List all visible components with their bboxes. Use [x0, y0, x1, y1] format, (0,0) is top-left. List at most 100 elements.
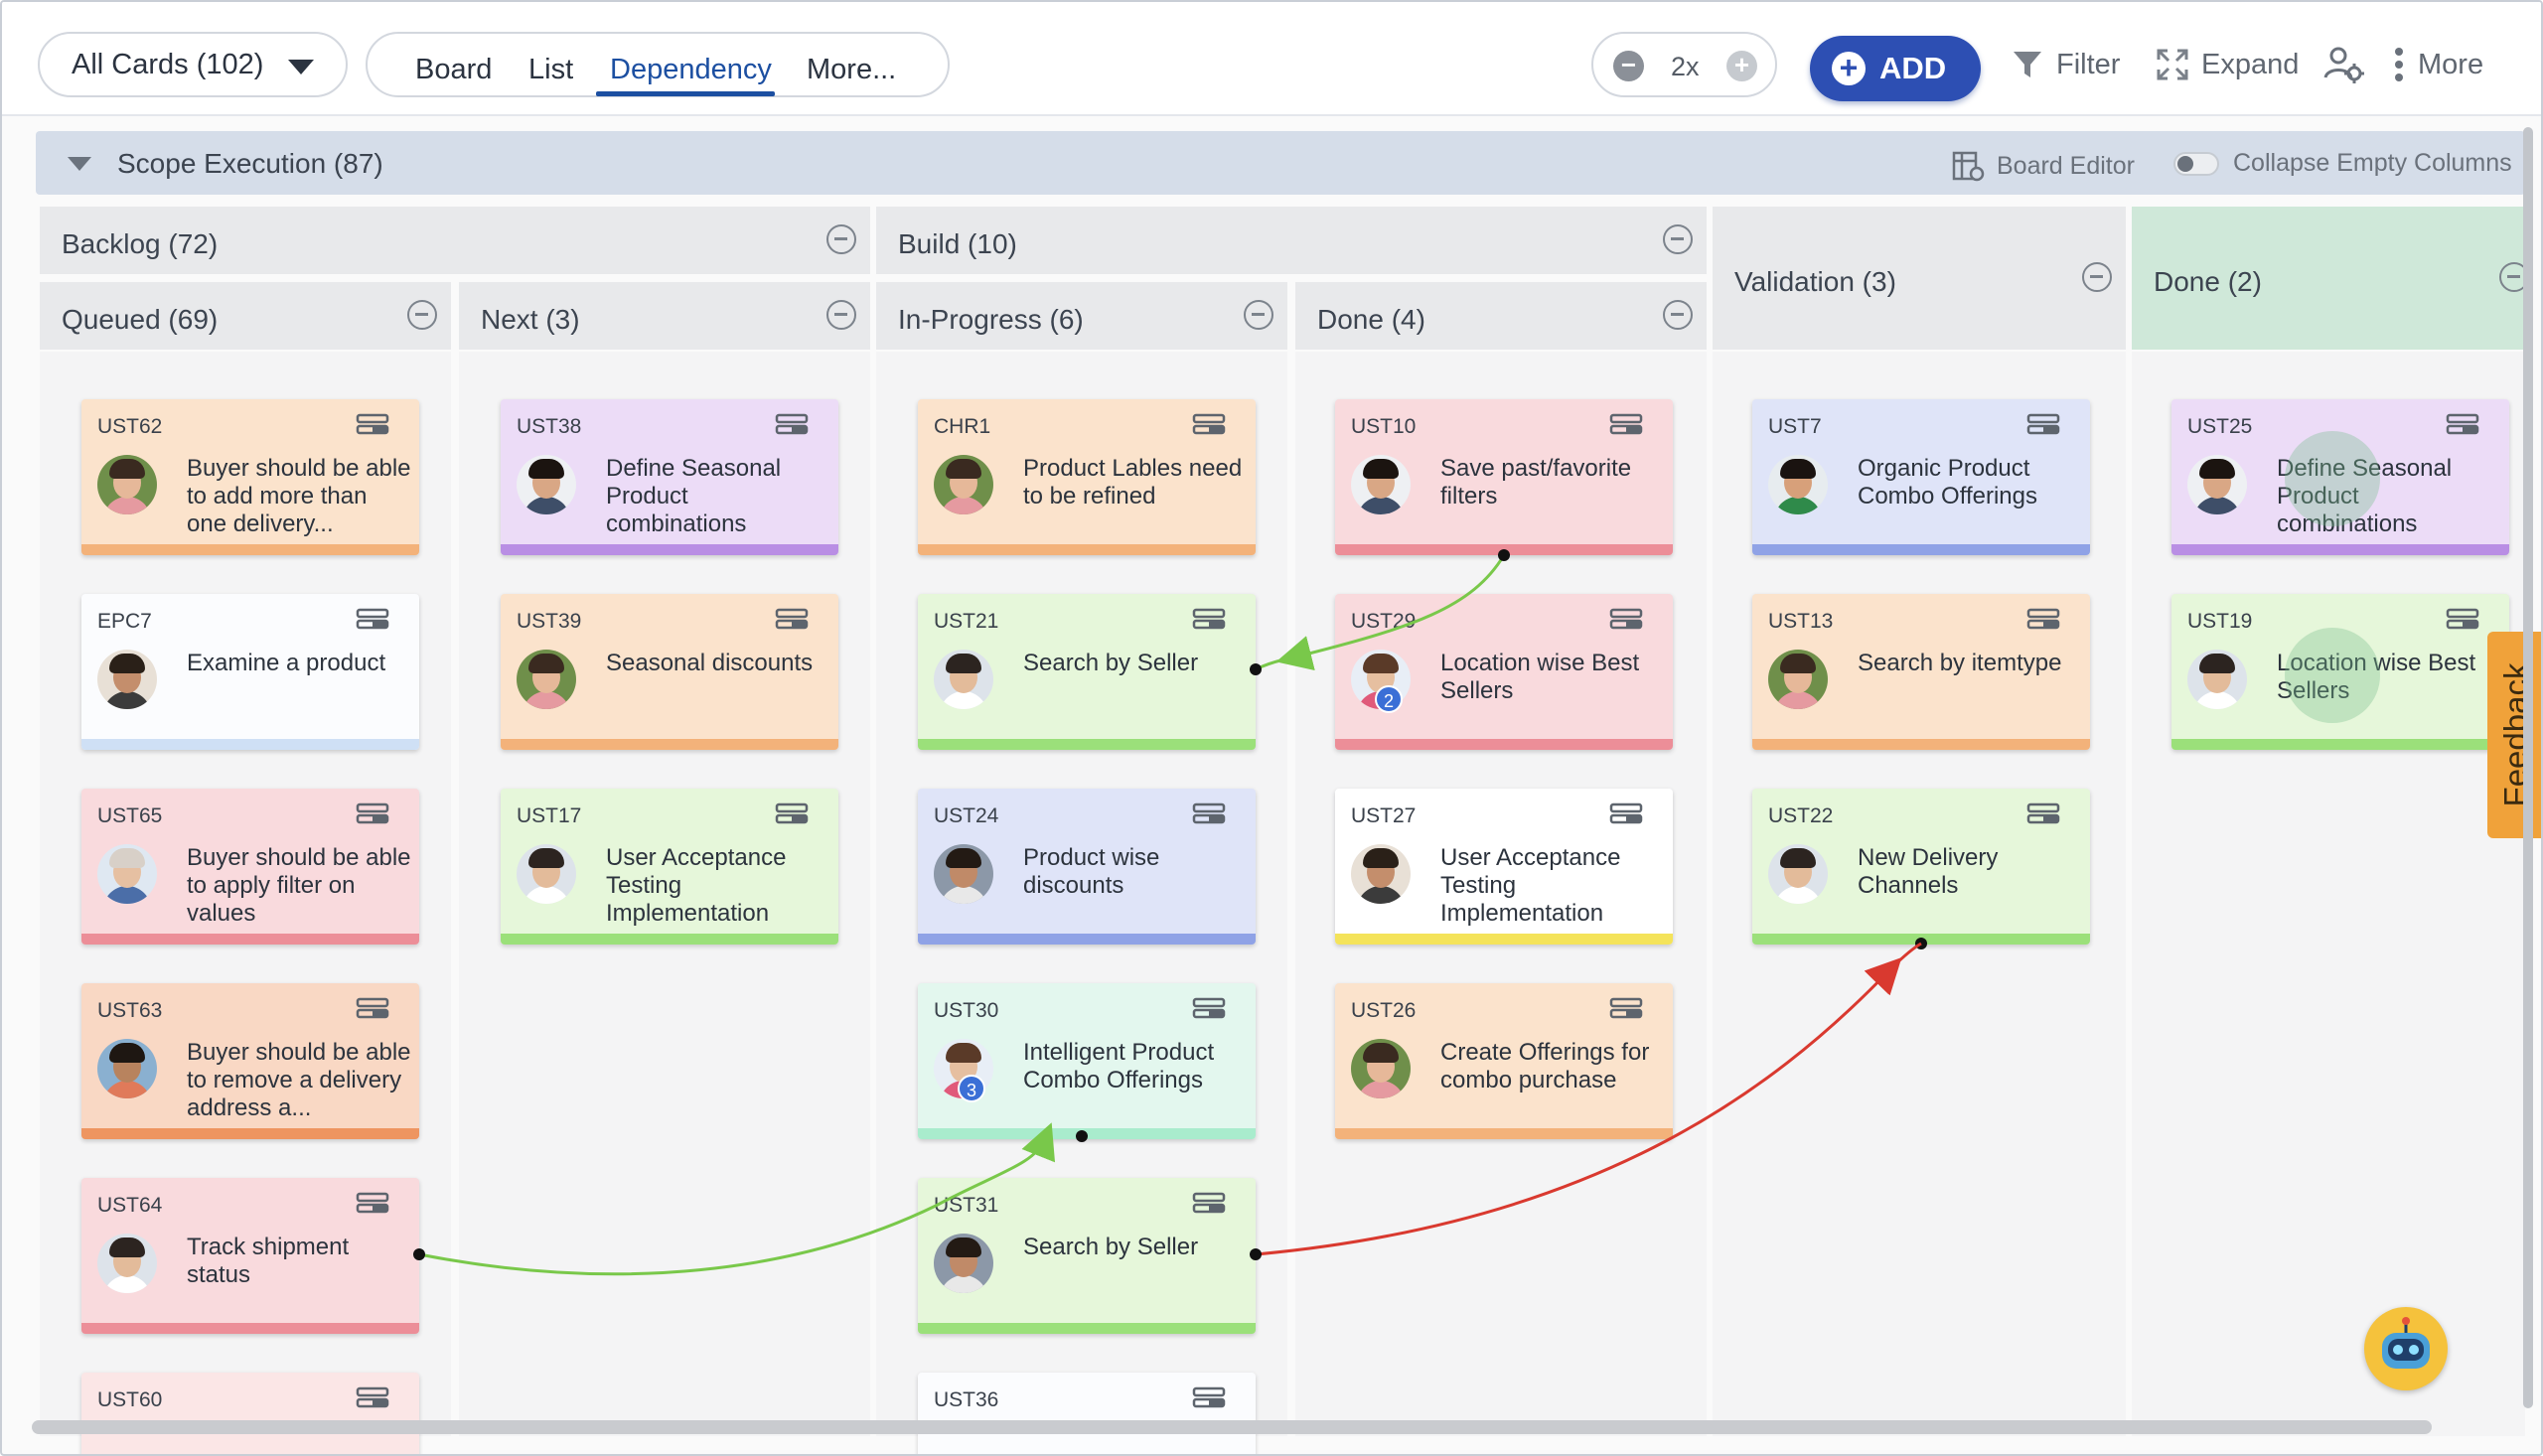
card-type-icon[interactable]	[356, 802, 389, 831]
avatar	[934, 1039, 993, 1098]
card[interactable]: UST60	[81, 1373, 419, 1454]
collapse-column-icon[interactable]	[1663, 224, 1693, 254]
card-type-icon[interactable]	[2026, 608, 2060, 637]
more-button[interactable]: More	[2392, 42, 2483, 87]
card-status-stripe	[1752, 739, 2090, 750]
card-type-icon[interactable]	[1192, 413, 1226, 442]
view-tabs: Board List Dependency More...	[366, 32, 950, 97]
collapse-column-icon[interactable]	[1244, 300, 1273, 330]
card-type-icon[interactable]	[356, 997, 389, 1026]
card-status-stripe	[918, 1323, 1256, 1334]
zoom-in-button[interactable]: +	[1726, 51, 1757, 81]
card-type-icon[interactable]	[2026, 802, 2060, 831]
card-type-icon[interactable]	[356, 608, 389, 637]
collapse-column-icon[interactable]	[1663, 300, 1693, 330]
settings-button[interactable]	[2322, 42, 2376, 87]
add-button[interactable]: + ADD	[1810, 36, 1981, 101]
card-type-icon[interactable]	[1609, 802, 1643, 831]
column-group-build: Build (10)	[876, 207, 1707, 274]
collapse-lane-icon[interactable]	[68, 157, 91, 171]
card-type-icon[interactable]	[1192, 1192, 1226, 1221]
vertical-scrollbar[interactable]	[2523, 127, 2533, 1408]
collapse-column-icon[interactable]	[407, 300, 437, 330]
card-title: Buyer should be able to remove a deliver…	[187, 1039, 411, 1121]
collapse-column-icon[interactable]	[2082, 262, 2112, 292]
card-type-icon[interactable]	[2026, 413, 2060, 442]
card-type-icon[interactable]	[775, 802, 809, 831]
card-status-stripe	[1752, 934, 2090, 945]
tab-board[interactable]: Board	[415, 54, 493, 85]
column-title: Validation (3)	[1734, 266, 1896, 297]
card-type-icon[interactable]	[1609, 608, 1643, 637]
card-type-icon[interactable]	[356, 413, 389, 442]
card-type-icon[interactable]	[775, 608, 809, 637]
column-in-progress: In-Progress (6)	[876, 282, 1287, 350]
card-id: UST39	[517, 610, 582, 633]
card-id: UST22	[1768, 804, 1834, 827]
card-status-stripe	[918, 544, 1256, 555]
card-title: Search by itemtype	[1858, 650, 2062, 676]
filter-button[interactable]: Filter	[2011, 42, 2120, 87]
highlight-ring	[2285, 431, 2380, 526]
expand-button[interactable]: Expand	[2156, 42, 2299, 87]
card-type-icon[interactable]	[1192, 997, 1226, 1026]
card-type-icon[interactable]	[1192, 802, 1226, 831]
assistant-bot-button[interactable]	[2364, 1307, 2448, 1390]
card-type-icon[interactable]	[1192, 1386, 1226, 1415]
tab-list[interactable]: List	[528, 54, 574, 85]
highlight-ring	[2285, 628, 2380, 723]
board-editor-label: Board Editor	[1997, 151, 2135, 180]
horizontal-scrollbar[interactable]	[32, 1420, 2432, 1434]
toggle-switch[interactable]	[2173, 151, 2219, 176]
avatar	[934, 455, 993, 514]
card-type-icon[interactable]	[1192, 608, 1226, 637]
card-title: Product Lables need to be refined	[1023, 455, 1243, 510]
collapse-empty-columns-toggle[interactable]: Collapse Empty Columns	[2173, 149, 2512, 178]
column-title: Done (4)	[1317, 304, 1425, 335]
card-id: UST63	[97, 999, 163, 1022]
avatar	[1351, 455, 1411, 514]
zoom-out-button[interactable]: −	[1613, 51, 1644, 81]
swimlane-title: Scope Execution (87)	[117, 148, 383, 179]
collapse-column-icon[interactable]	[826, 300, 856, 330]
card-type-icon[interactable]	[356, 1386, 389, 1415]
tab-more[interactable]: More...	[807, 54, 897, 85]
card-filter-dropdown[interactable]: All Cards (102)	[38, 32, 348, 97]
card-type-icon[interactable]	[356, 1192, 389, 1221]
card-type-icon[interactable]	[2446, 608, 2479, 637]
column-group-backlog: Backlog (72)	[40, 207, 870, 274]
card-type-icon[interactable]	[1609, 997, 1643, 1026]
board-editor-button[interactable]: Board Editor	[1951, 149, 2135, 183]
collapse-column-icon[interactable]	[826, 224, 856, 254]
card-type-icon[interactable]	[1609, 413, 1643, 442]
feedback-tab[interactable]: Feedback	[2487, 632, 2541, 838]
tab-dependency[interactable]: Dependency	[610, 54, 772, 85]
card-type-icon[interactable]	[775, 413, 809, 442]
swimlane-header: Scope Execution (87) Board Editor Collap…	[36, 131, 2525, 195]
card[interactable]: UST36	[918, 1373, 1256, 1454]
card-type-icon[interactable]	[2446, 413, 2479, 442]
